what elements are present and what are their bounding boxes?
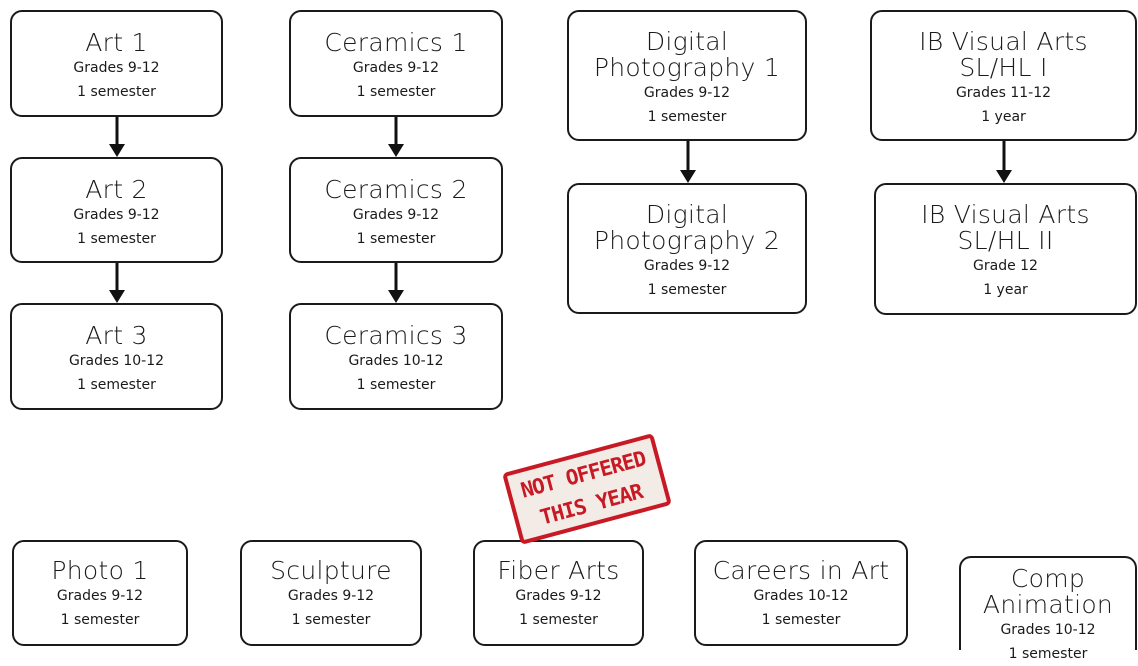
course-ceramics-2: Ceramics 2 Grades 9-12 1 semester [289, 157, 503, 263]
course-length: 1 semester [761, 612, 841, 628]
course-title: Photo 1 [51, 556, 149, 585]
course-careers-in-art: Careers in Art Grades 10-12 1 semester [694, 540, 908, 646]
arrow-art1-to-art2 [109, 117, 125, 157]
course-title-line2: Photography 2 [593, 226, 781, 255]
course-title-line1: Digital [645, 27, 729, 56]
course-fiber-arts: Fiber Arts Grades 9-12 1 semester [473, 540, 644, 646]
arrow-ib1-to-ib2 [996, 141, 1012, 183]
course-photo-1: Photo 1 Grades 9-12 1 semester [12, 540, 188, 646]
course-ib-visual-arts-2: IB Visual Arts SL/HL II Grade 12 1 year [874, 183, 1137, 315]
course-title: Art 3 [85, 321, 148, 350]
course-title: Art 2 [85, 175, 148, 204]
arrow-art2-to-art3 [109, 263, 125, 303]
course-comp-animation: Comp Animation Grades 10-12 1 semester [959, 556, 1137, 662]
course-grades: Grades 10-12 [753, 588, 849, 604]
course-length: 1 year [981, 109, 1026, 125]
course-length: 1 semester [647, 282, 727, 298]
course-title: Sculpture [270, 556, 392, 585]
course-art-1: Art 1 Grades 9-12 1 semester [10, 10, 223, 117]
course-title: Ceramics 2 [324, 175, 468, 204]
course-length: 1 semester [519, 612, 598, 628]
course-ceramics-3: Ceramics 3 Grades 10-12 1 semester [289, 303, 503, 410]
course-length: 1 semester [77, 231, 156, 247]
arrow-photo1-to-photo2 [680, 141, 696, 183]
course-grades: Grades 10-12 [68, 353, 165, 369]
course-digital-photography-2: Digital Photography 2 Grades 9-12 1 seme… [567, 183, 807, 314]
course-grades: Grades 9-12 [73, 60, 160, 76]
course-title: Fiber Arts [497, 556, 620, 585]
course-length: 1 semester [647, 109, 727, 125]
course-length: 1 semester [77, 84, 156, 100]
course-title: Careers in Art [712, 556, 890, 585]
course-ceramics-1: Ceramics 1 Grades 9-12 1 semester [289, 10, 503, 117]
course-grades: Grades 9-12 [643, 258, 731, 274]
course-length: 1 semester [356, 231, 436, 247]
course-length: 1 year [983, 282, 1028, 298]
course-grades: Grades 9-12 [515, 588, 602, 604]
course-title-line1: IB Visual Arts [919, 27, 1088, 56]
course-length: 1 semester [1008, 646, 1088, 662]
course-grades: Grades 9-12 [287, 588, 375, 604]
course-digital-photography-1: Digital Photography 1 Grades 9-12 1 seme… [567, 10, 807, 141]
course-length: 1 semester [60, 612, 140, 628]
course-length: 1 semester [356, 84, 436, 100]
course-grades: Grade 12 [973, 258, 1038, 274]
course-grades: Grades 9-12 [352, 207, 440, 223]
course-ib-visual-arts-1: IB Visual Arts SL/HL I Grades 11-12 1 ye… [870, 10, 1137, 141]
course-length: 1 semester [291, 612, 371, 628]
course-grades: Grades 9-12 [56, 588, 144, 604]
sequence-arrows [109, 117, 1012, 303]
course-title-line1: Comp [1010, 564, 1086, 593]
course-title: Ceramics 3 [324, 321, 468, 350]
course-grades: Grades 10-12 [348, 353, 444, 369]
course-grades: Grades 10-12 [1000, 622, 1096, 638]
course-title-line2: Animation [982, 590, 1114, 619]
course-title-line1: IB Visual Arts [921, 200, 1090, 229]
arrow-ceramics1-to-ceramics2 [388, 117, 404, 157]
course-title: Ceramics 1 [324, 28, 468, 57]
course-title-line2: Photography 1 [593, 53, 781, 82]
course-grades: Grades 9-12 [73, 207, 160, 223]
course-length: 1 semester [356, 377, 436, 393]
course-title-line2: SL/HL I [959, 53, 1048, 82]
arrow-ceramics2-to-ceramics3 [388, 263, 404, 303]
course-grades: Grades 11-12 [955, 85, 1052, 101]
course-art-3: Art 3 Grades 10-12 1 semester [10, 303, 223, 410]
course-art-2: Art 2 Grades 9-12 1 semester [10, 157, 223, 263]
course-grades: Grades 9-12 [643, 85, 731, 101]
course-title: Art 1 [85, 28, 148, 57]
course-sculpture: Sculpture Grades 9-12 1 semester [240, 540, 422, 646]
course-title-line1: Digital [645, 200, 729, 229]
course-length: 1 semester [77, 377, 156, 393]
course-title-line2: SL/HL II [957, 226, 1054, 255]
course-grades: Grades 9-12 [352, 60, 440, 76]
